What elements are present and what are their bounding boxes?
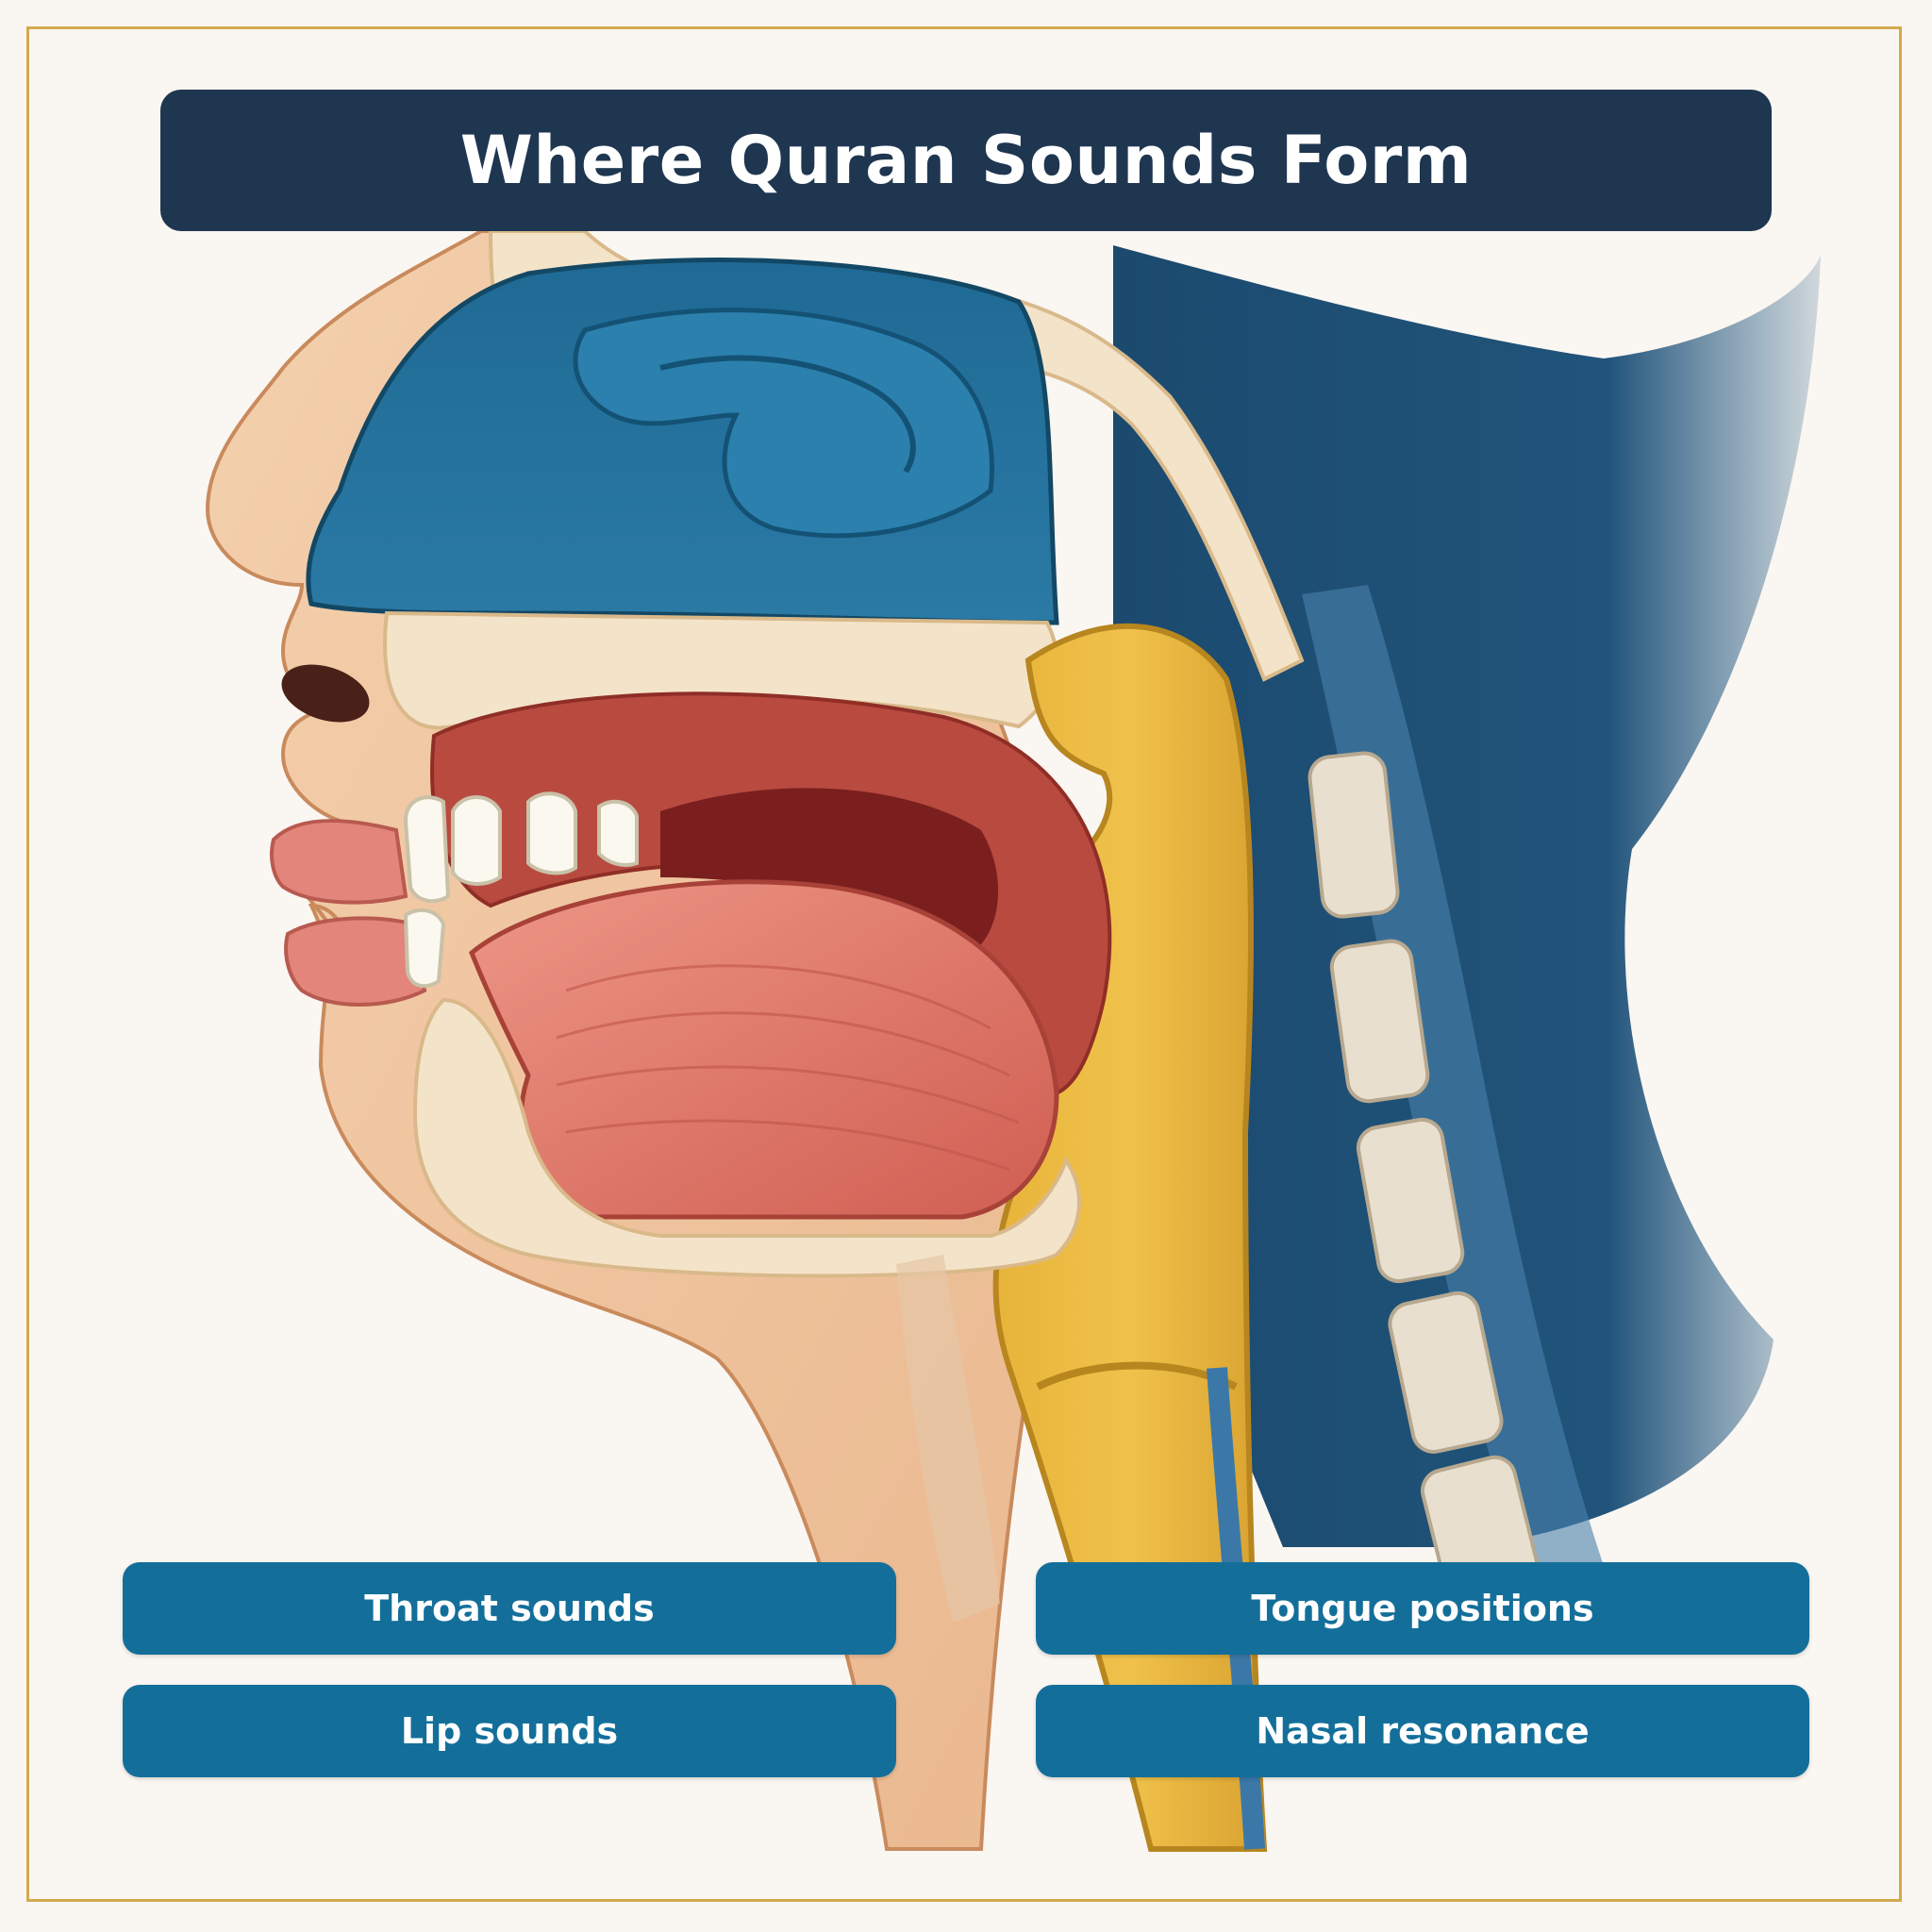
larynx: [896, 1255, 1000, 1623]
lip-sounds-button[interactable]: Lip sounds: [123, 1685, 896, 1777]
tongue-positions-button[interactable]: Tongue positions: [1036, 1562, 1809, 1655]
nostril: [281, 664, 370, 723]
nasal-resonance-button[interactable]: Nasal resonance: [1036, 1685, 1809, 1777]
tongue: [469, 879, 1059, 1220]
tongue-texture: [556, 964, 1020, 1172]
upper-lip: [270, 819, 408, 905]
title-banner: Where Quran Sounds Form: [160, 90, 1772, 231]
page-title: Where Quran Sounds Form: [459, 122, 1473, 199]
decorative-frame: [26, 26, 1902, 1902]
back-of-neck: [1113, 245, 1821, 1547]
teeth: [403, 791, 639, 989]
throat-sounds-button[interactable]: Throat sounds: [123, 1562, 896, 1655]
nasal-turbinate-fold: [659, 355, 916, 474]
lower-lip: [284, 916, 427, 1007]
mandible: [412, 997, 1081, 1278]
